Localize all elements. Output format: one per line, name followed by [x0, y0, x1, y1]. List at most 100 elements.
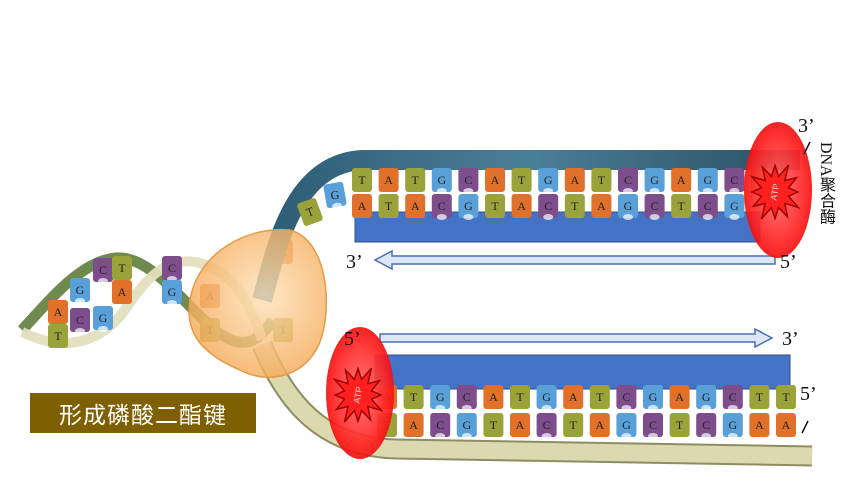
base-letter: C — [624, 173, 632, 187]
base-tile: G — [697, 168, 718, 194]
base-letter: T — [598, 173, 606, 187]
base-tile: C — [618, 168, 638, 194]
upper-dna-polymerase: ATP — [744, 122, 812, 258]
base-tile-shape — [483, 385, 504, 409]
base-letter: T — [410, 390, 418, 404]
lower-arrow-left-end-label: 5’ — [344, 328, 361, 350]
base-tile: A — [589, 413, 610, 437]
base-letter: A — [597, 199, 606, 213]
base-letter: G — [730, 199, 739, 213]
base-letter: T — [118, 261, 126, 275]
base-letter: G — [462, 418, 471, 432]
base-notch — [461, 405, 472, 411]
base-letter: G — [624, 199, 633, 213]
base-letter: C — [438, 199, 446, 213]
base-tile: C — [536, 413, 557, 439]
base-tile-shape — [563, 385, 584, 409]
base-letter: C — [463, 390, 471, 404]
upper-direction-arrow — [373, 249, 776, 271]
base-notch — [729, 188, 740, 194]
base-letter: A — [411, 199, 420, 213]
base-notch — [331, 202, 342, 209]
phosphodiester-bond-caption: 形成磷酸二酯键 — [30, 393, 256, 433]
base-notch — [701, 405, 712, 411]
lower-right-end-label: 5’ — [800, 383, 817, 405]
base-tile-shape — [589, 385, 610, 409]
base-notch — [98, 326, 108, 332]
base-notch — [649, 188, 660, 194]
base-letter: G — [330, 187, 341, 202]
base-tile-shape — [48, 324, 68, 348]
base-letter: A — [569, 390, 578, 404]
base-tile: G — [722, 413, 743, 439]
lower-base-rows: ATGCATGATCGAGCTTTACGTACTAGCTCGAA — [377, 385, 796, 439]
base-tile: A — [378, 168, 399, 192]
base-notch — [623, 188, 633, 194]
base-tile: C — [724, 168, 745, 194]
base-tile-shape — [564, 194, 585, 218]
top-right-end-label: 3’ — [798, 115, 815, 137]
base-tile-shape — [458, 168, 479, 192]
base-tile: C — [458, 168, 479, 194]
base-letter: C — [651, 199, 659, 213]
base-tile-shape — [162, 256, 182, 280]
base-tile: G — [724, 194, 745, 220]
base-tile-shape — [483, 413, 504, 437]
base-tile-shape — [616, 413, 637, 437]
base-tile-shape — [563, 413, 584, 437]
base-letter: T — [516, 390, 524, 404]
base-letter: T — [676, 418, 684, 432]
base-notch — [167, 300, 177, 306]
dna-polymerase-label: DNA聚合酶 — [817, 142, 834, 225]
base-letter: A — [517, 199, 526, 213]
base-letter: T — [756, 390, 764, 404]
base-notch — [702, 188, 713, 194]
base-letter: G — [702, 390, 711, 404]
base-letter: A — [118, 285, 127, 299]
base-letter: T — [782, 390, 790, 404]
base-tile: C — [616, 385, 637, 411]
base-letter: C — [704, 199, 712, 213]
base-tile: G — [643, 385, 663, 411]
base-tile: G — [323, 181, 347, 209]
base-tile-shape — [591, 194, 612, 218]
base-letter: G — [76, 283, 85, 297]
base-tile: G — [70, 278, 90, 304]
base-letter: A — [516, 418, 525, 432]
base-letter: A — [755, 418, 764, 432]
base-tile: C — [643, 413, 663, 439]
base-tile: A — [405, 194, 426, 218]
base-tile: C — [722, 385, 743, 411]
base-letter: G — [622, 418, 631, 432]
base-tile-shape — [352, 194, 372, 218]
base-tile: C — [697, 194, 718, 220]
upper-starburst — [749, 163, 801, 221]
atp-upper-label: ATP — [769, 183, 782, 201]
base-tile: G — [618, 194, 638, 220]
base-tile: A — [563, 385, 584, 409]
base-tile-shape — [538, 168, 559, 192]
base-letter: T — [518, 173, 526, 187]
base-notch — [623, 214, 633, 220]
base-tile-shape — [378, 168, 399, 192]
base-letter: T — [570, 418, 578, 432]
base-letter: C — [729, 390, 737, 404]
base-letter: G — [542, 390, 551, 404]
base-tile-shape — [696, 413, 717, 437]
base-tile-shape — [323, 181, 347, 209]
base-tile: G — [644, 168, 665, 194]
base-tile: C — [456, 385, 477, 411]
base-letter: G — [650, 173, 659, 187]
lower-direction-arrow — [379, 327, 774, 349]
base-tile: T — [485, 194, 505, 218]
base-tile: G — [456, 413, 477, 439]
base-tile: G — [696, 385, 717, 411]
base-tile-shape — [162, 280, 182, 304]
base-tile: T — [589, 385, 610, 409]
base-tile-shape — [722, 413, 743, 437]
base-letter: C — [99, 263, 107, 277]
base-letter: T — [54, 329, 62, 343]
base-notch — [621, 433, 632, 439]
base-tile-shape — [510, 413, 530, 437]
base-tile: A — [511, 194, 532, 218]
